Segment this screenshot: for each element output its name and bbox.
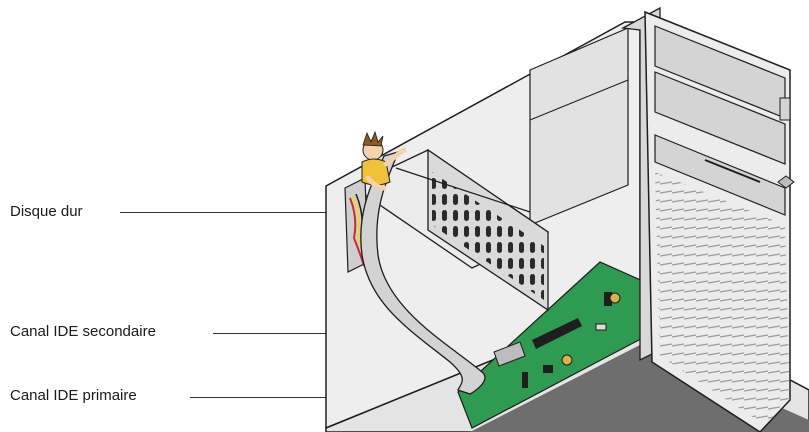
hard-disk-leader-line: [120, 212, 342, 213]
drive-bay-3: [654, 134, 786, 216]
secondary-ide-label: Canal IDE secondaire: [10, 323, 156, 340]
primary-ide-label: Canal IDE primaire: [10, 387, 137, 404]
ide-ribbon-cable: [360, 151, 486, 395]
power-supply-vent-grid: [432, 172, 544, 300]
primary-ide-connector: [493, 341, 526, 367]
hard-disk-label: Disque dur: [10, 203, 83, 220]
drive-bay-panel: [529, 27, 629, 226]
secondary-ide-connector: [532, 318, 582, 349]
drive-bay-2: [654, 71, 786, 165]
person-icon: [361, 130, 407, 191]
front-ventilation-grill: [655, 172, 790, 425]
